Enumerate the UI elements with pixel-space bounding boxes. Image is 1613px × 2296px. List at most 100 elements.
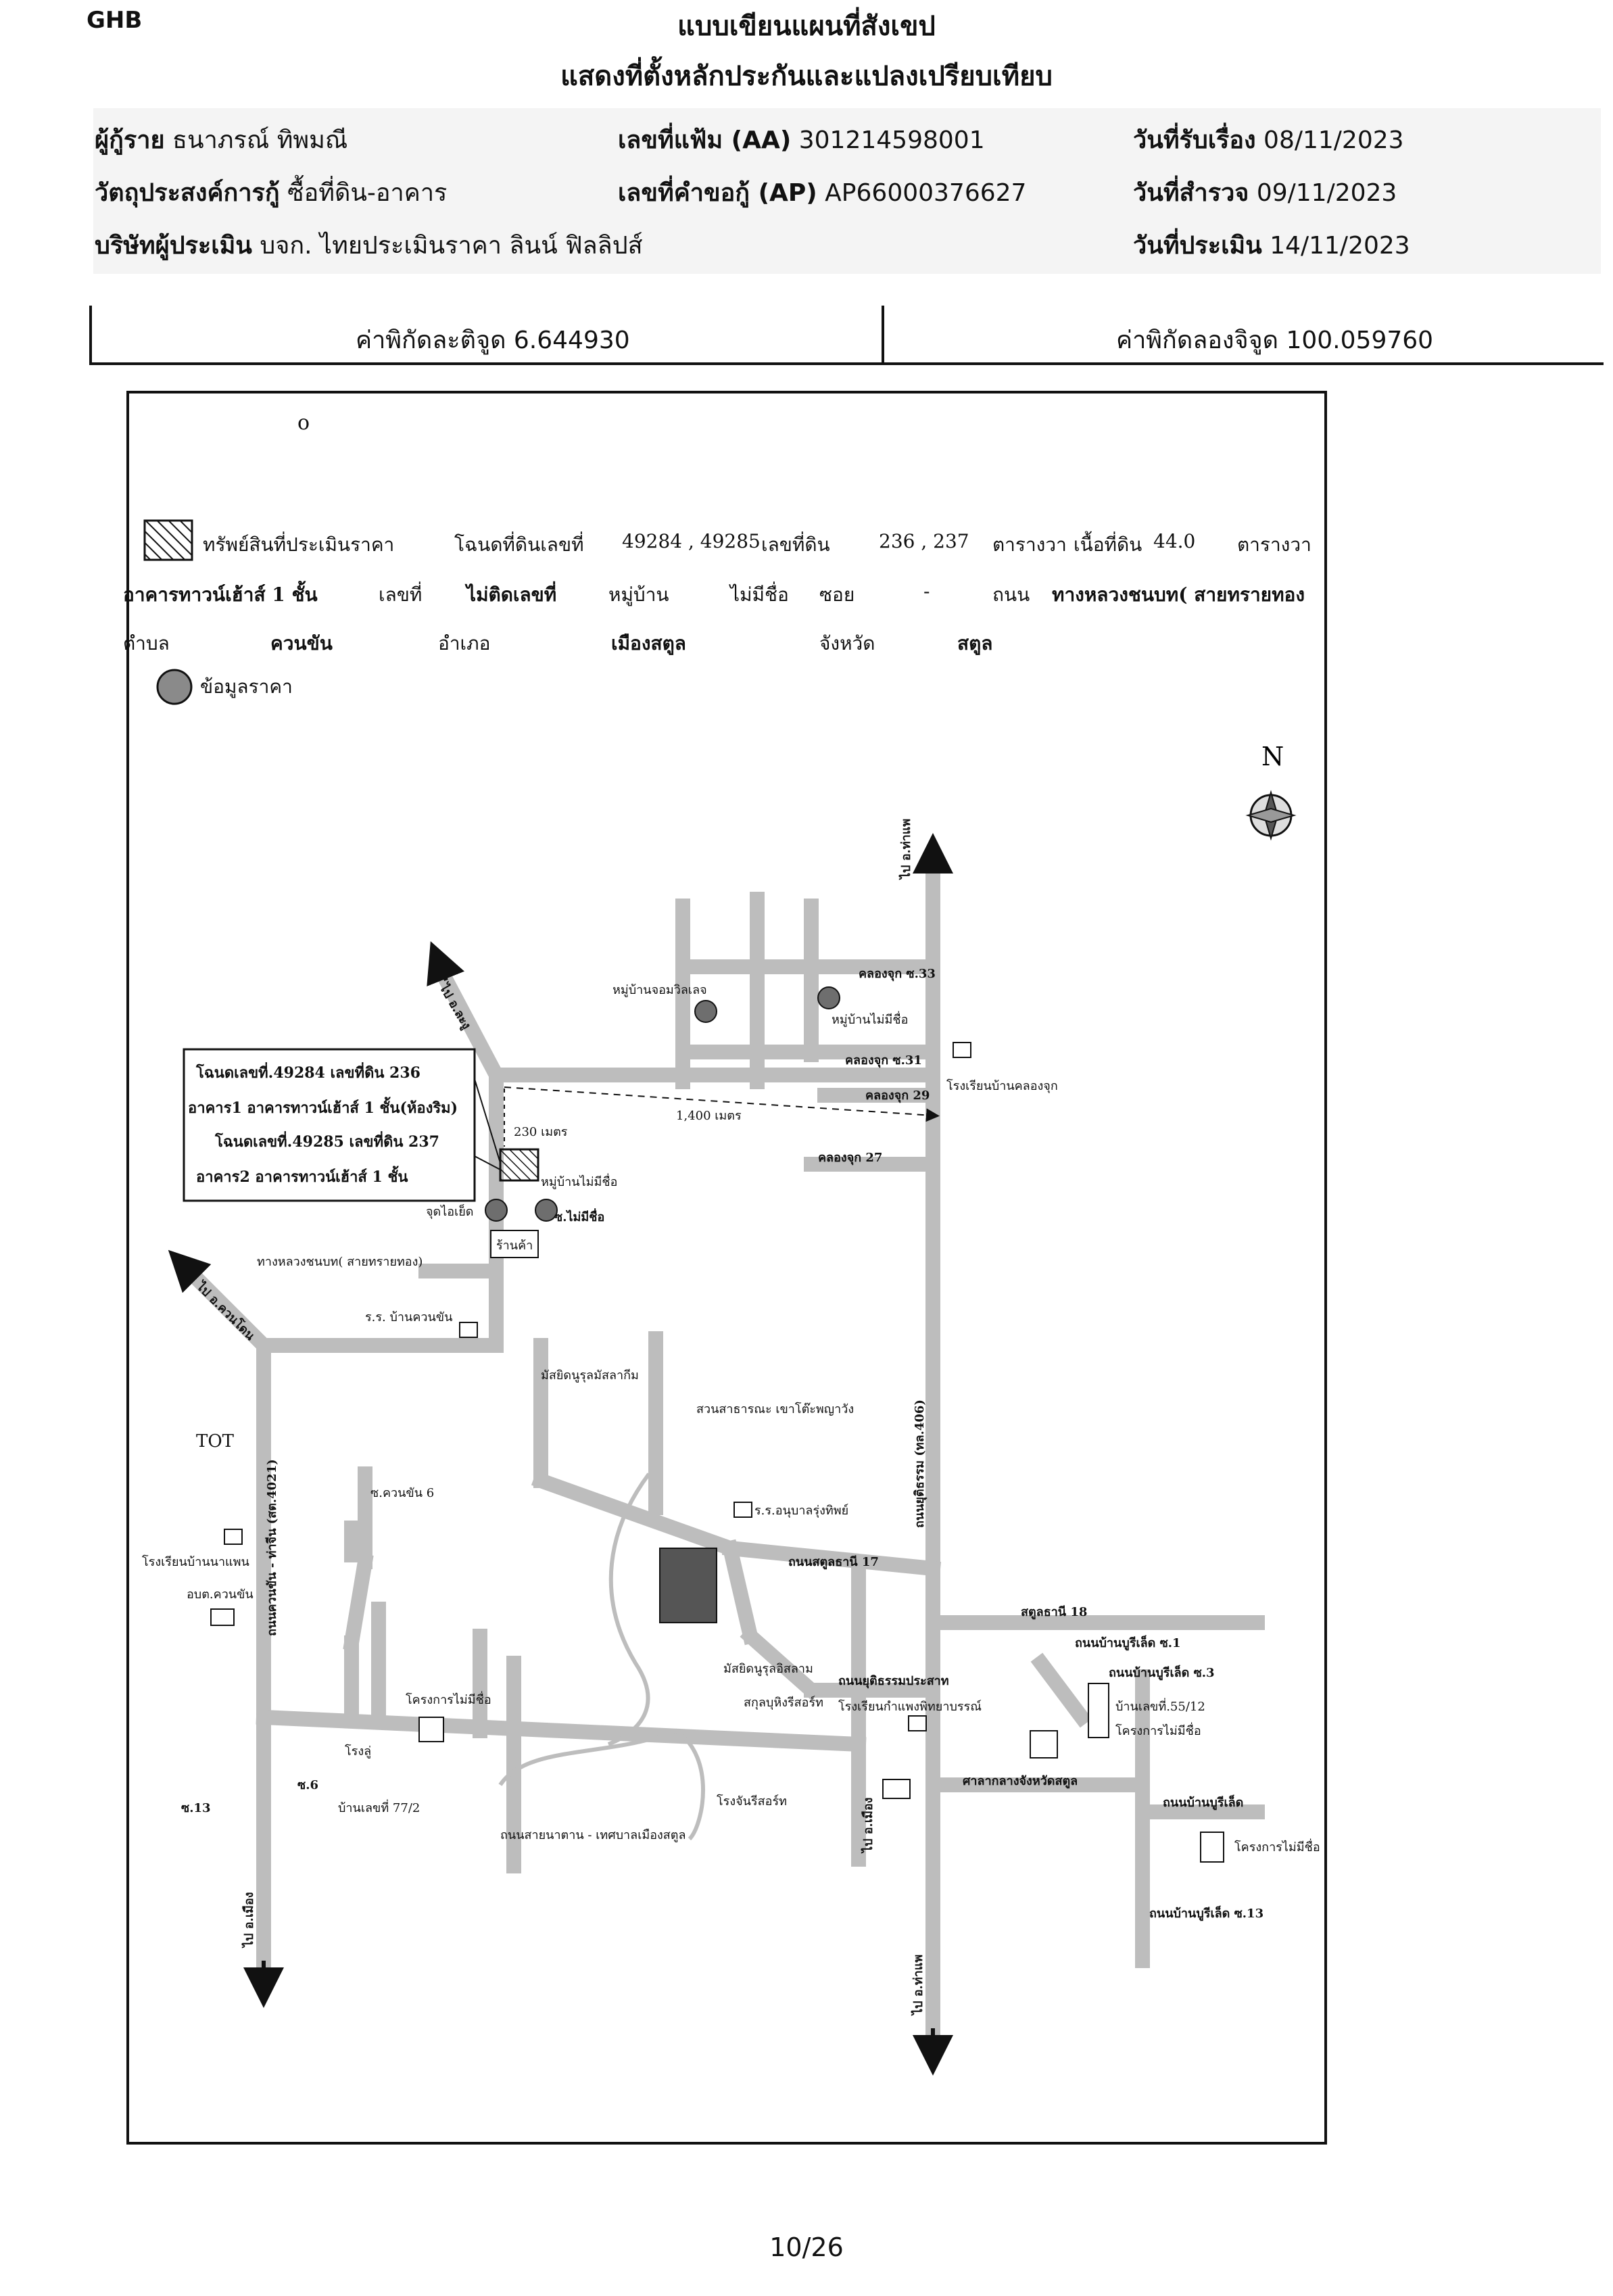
to-bottom-left-label: ไป อ.เมือง [241,1892,256,1948]
mosque1-label: มัสยิดนูรุลมัสลากีม [541,1368,639,1383]
village-jom-label: หมู่บ้านจอมวิลเลจ [612,983,707,997]
small-circle-mark: o [297,411,310,435]
amphoe-value: เมืองสตูล [611,632,686,654]
map-frame [126,391,1327,2145]
soi-khan6-label: ซ.ควนขัน 6 [370,1486,434,1500]
tot-label: TOT [196,1431,235,1452]
area-label: เนื้อที่ดิน [1074,533,1142,556]
rural-road-label: ทางหลวงชนบท( สายทรายทอง) [257,1255,423,1269]
school-kuankhan-label: ร.ร. บ้านควนขัน [365,1310,452,1324]
resort2-label: โรงจันรีสอร์ท [717,1794,787,1809]
school-klongjuk-icon [953,1042,971,1058]
road-value: ทางหลวงชนบท( สายทรายทอง [1052,583,1305,606]
soi-13-label: ซ.13 [181,1801,211,1815]
coordinates-row: ค่าพิกัดละติจูด 6.644930 ค่าพิกัดลองจิจู… [89,306,1604,365]
road-nayanta-label: ถนนสายนาตาน - เทศบาลเมืองสตูล [500,1828,686,1842]
school-anuban-label: ร.ร.อนุบาลรุ่งทิพย์ [754,1504,848,1518]
box-line1: โฉนดเลขที่.49284 เลขที่ดิน 236 [195,1061,420,1082]
area-value: 44.0 [1153,530,1196,552]
document-title: แบบเขียนแผนที่สังเขป [677,11,936,42]
deed-label: โฉนดที่ดินเลขที่ [454,533,584,556]
box-line3: โฉนดเลขที่.49285 เลขที่ดิน 237 [214,1130,439,1151]
legend-row-1: ทรัพย์สินที่ประเมินราคา [203,530,394,560]
village-label: หมู่บ้าน [608,583,669,606]
project-no-name-3-label: โครงการไม่มีชื่อ [1234,1838,1320,1855]
arrow-topleft [427,941,464,986]
longitude-text: ค่าพิกัดลองจิจูด 100.059760 [1116,327,1434,354]
survey-date-field: วันที่สำรวจ 09/11/2023 [1133,179,1397,207]
tambon-label: ตำบล [123,632,170,654]
diag-road-topleft [436,970,506,1085]
purpose-field: วัตถุประสงค์การกู้ ซื้อที่ดิน-อาคาร [95,179,448,207]
parcel-leader-2 [474,1155,501,1170]
box-line2: อาคาร1 อาคารทาวน์เฮ้าส์ 1 ชั้น(ห้องริม) [188,1097,458,1117]
park-label: สวนสาธารณะ เขาโต๊ะพญาวัง [696,1402,854,1416]
obt-label: อบต.ควนขัน [187,1587,254,1602]
village-value: ไม่มีชื่อ [730,583,789,606]
obt-icon [210,1608,235,1626]
parcel-leader-1 [474,1078,501,1164]
road-prasaat-label: ถนนยุติธรรมประสาท [838,1674,949,1689]
received-date-field: วันที่รับเรื่อง 08/11/2023 [1133,126,1404,154]
price-data-point-4 [817,986,840,1009]
road-label: ถนน [992,583,1030,606]
curvy-road-bottom [498,1728,705,1841]
road-left-vertical-label: ถนนควนขัน - ท่าจีน (สต.4021) [265,1459,279,1636]
no-name-road-label: ซ.ไม่มีชื่อ [554,1208,604,1224]
road-panburi13-label: ถนนบ้านบูรีเล็ด ซ.13 [1149,1905,1263,1921]
village-no-name-1-label: หมู่บ้านไม่มีชื่อ [541,1173,617,1189]
request-no-field: เลขที่คำขอกู้ (AP) AP66000376627 [618,179,1027,207]
north-label: N [1261,742,1284,771]
compass-rose: N [1245,742,1297,841]
klongjuk27-label: คลองจุก 27 [818,1151,882,1166]
curvy-road-park [607,1473,651,1746]
ghb-logo: GHB [87,7,143,34]
dist-230-label: 230 เมตร [514,1125,568,1139]
price-data-point-3 [694,1000,717,1023]
arrow-left [168,1249,212,1293]
project-icon-3 [1200,1832,1224,1863]
latitude-text: ค่าพิกัดละติจูด 6.644930 [356,327,630,354]
project-icon-1 [418,1717,444,1742]
land-no-label: เลขที่ดิน [761,533,830,556]
house-no-label: เลขที่ [379,583,423,606]
coordinates-divider [882,306,884,362]
shop-label: ร้านค้า [496,1239,533,1253]
dist-1400-label: 1,400 เมตร [676,1109,742,1123]
box-line4: อาคาร2 อาคารทาวน์เฮ้าส์ 1 ชั้น [196,1166,408,1186]
klongjuk31-label: คลองจุก ซ.31 [845,1053,922,1068]
panburi-soi1-road [1030,1652,1092,1728]
appraiser-field: บริษัทผู้ประเมิน บจก. ไทยประเมินราคา ลิน… [95,232,643,260]
soi-label: ซอย [819,583,855,606]
soi-khan6-road-c [343,1553,374,1652]
house-no-unk-label: บ้านเลขที่.55/12 [1115,1698,1205,1714]
borrower-field: ผู้กู้ราย ธนาภรณ์ ทิพมณี [95,126,348,154]
unit-label-2: ตารางวา [1237,533,1311,556]
building-type: อาคารทาวน์เฮ้าส์ 1 ชั้น [123,583,318,606]
amphoe-label: อำเภอ [438,632,491,654]
school-nanaphan-icon [224,1529,243,1545]
klongjuk29-label: คลองจุก 29 [865,1089,930,1103]
satun18-label: สตูลธานี 18 [1021,1605,1087,1620]
house77-label: บ้านเลขที่ 77/2 [338,1799,420,1815]
house-no-value: ไม่ติดเลขที่ [466,583,557,606]
parcel-info-box [183,1048,476,1202]
file-no-field: เลขที่แฟ้ม (AA) 301214598001 [618,126,985,154]
distance-line-1400 [504,1086,940,1122]
shop-box [490,1230,539,1258]
mosque2-label: มัสยิดนูรุลอิสลาม [723,1662,813,1676]
bottom-horizontal-road [256,1709,867,1752]
info-panel [93,108,1601,274]
unit-label-1: ตารางวา [992,533,1067,556]
project-no-name-2-label: โครงการไม่มีชื่อ [1115,1722,1201,1738]
to-ban-pan-label: ไป อ.ท่าแพ [898,819,913,880]
soi-pan1-label: ถนนบ้านบูรีเล็ด ซ.1 [1075,1635,1181,1651]
anuban-road [721,1539,760,1646]
soi-pan3-label: ถนนบ้านบูรีเล็ด ซ.3 [1109,1665,1215,1681]
asset-parcel [499,1148,539,1182]
road-panburi-label: ถนนบ้านบูรีเล็ด [1163,1794,1243,1811]
document-subtitle: แสดงที่ตั้งหลักประกันและแปลงเปรียบเทียบ [560,61,1053,92]
school-kamphan-label: โรงเรียนกำแพงพิทยาบรรณ์ [838,1699,982,1714]
project-no-name-1-label: โครงการไม่มีชื่อ [406,1691,491,1707]
rong-lu-label: โรงลู่ [345,1744,371,1759]
